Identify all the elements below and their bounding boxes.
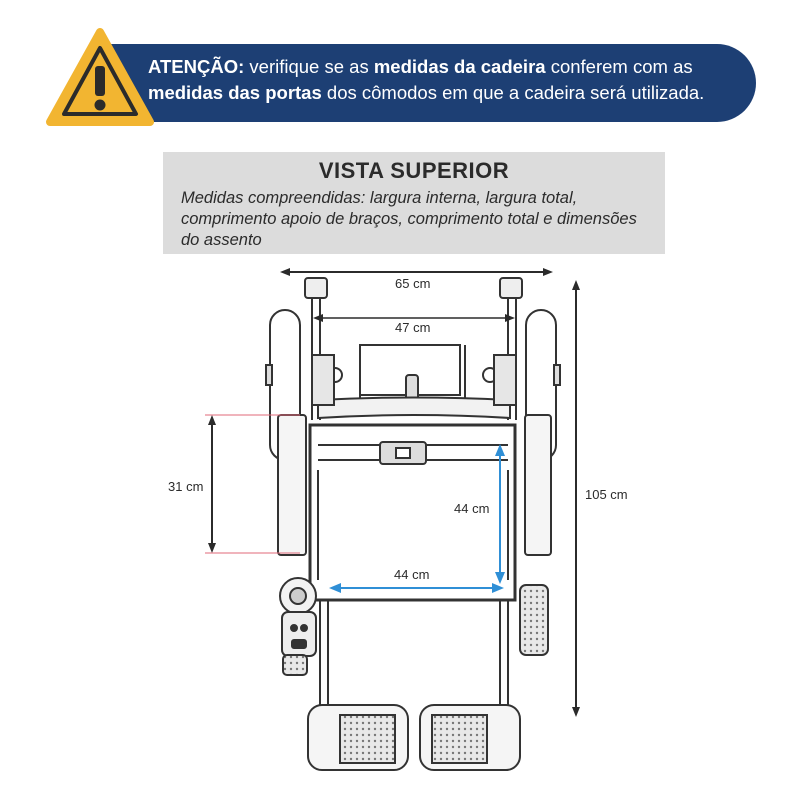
warning-label: ATENÇÃO:: [148, 56, 245, 77]
seat-depth-label: 44 cm: [452, 501, 492, 516]
warning-banner: [110, 44, 756, 122]
warning-bold-2: medidas das portas: [148, 82, 322, 103]
inner-width-label: 47 cm: [392, 320, 434, 335]
vista-superior-panel: VISTA SUPERIOR Medidas compreendidas: la…: [163, 152, 665, 254]
seat-width-label: 44 cm: [392, 567, 432, 582]
armrest-length-label: 31 cm: [168, 479, 204, 494]
warning-text-3: dos cômodos em que a cadeira será utiliz…: [321, 82, 705, 103]
total-length-label: 105 cm: [585, 487, 628, 502]
seat-arrows: [329, 444, 505, 593]
joystick-controller: [281, 611, 317, 657]
left-armrest: [277, 414, 307, 556]
warning-text-1: verifique se as: [244, 56, 374, 77]
warning-bold-1: medidas da cadeira: [373, 56, 546, 77]
warning-text-2: conferem com as: [545, 56, 693, 77]
total-width-label: 65 cm: [392, 276, 434, 291]
right-armrest: [524, 414, 552, 556]
panel-title: VISTA SUPERIOR: [318, 158, 510, 183]
warning-text: ATENÇÃO: verifique se as medidas da cade…: [148, 54, 748, 106]
wheelchair: [265, 277, 561, 771]
panel-description: Medidas compreendidas: largura interna, …: [181, 189, 637, 249]
armrest-guides: [205, 414, 300, 554]
dimension-lines: [208, 268, 580, 717]
warning-triangle-icon: [46, 28, 154, 126]
